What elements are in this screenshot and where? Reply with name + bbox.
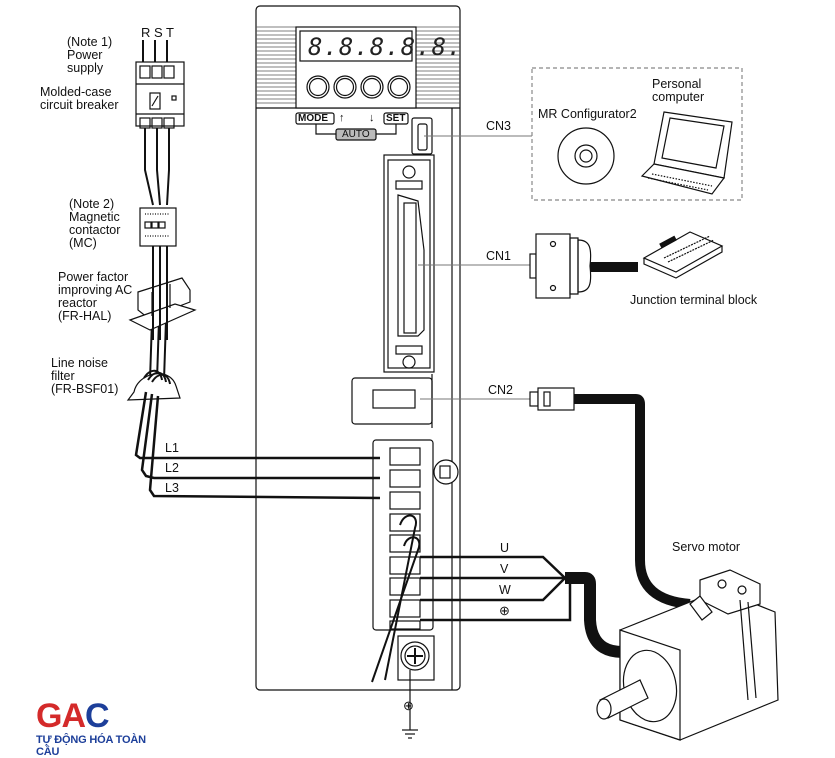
breaker-label-1: Molded-case bbox=[40, 85, 112, 99]
down-arrow-icon: ↓ bbox=[369, 112, 375, 124]
reactor-label-1: Power factor bbox=[58, 270, 129, 284]
set-button bbox=[387, 75, 411, 99]
vent-right bbox=[416, 26, 460, 104]
vent-left bbox=[256, 26, 296, 104]
mode-button bbox=[306, 75, 330, 99]
u-label: U bbox=[500, 541, 510, 555]
circuit-breaker bbox=[135, 61, 185, 129]
auto-badge bbox=[335, 128, 377, 141]
filter-label-1: Line noise bbox=[51, 356, 108, 370]
up-arrow-icon: ↑ bbox=[339, 112, 345, 124]
up-button bbox=[333, 75, 357, 99]
cn2-cable-connector bbox=[529, 387, 575, 411]
gac-logo-mark: GAC bbox=[36, 697, 166, 735]
phase-s-label: S bbox=[154, 25, 163, 40]
line-noise-filter bbox=[126, 369, 181, 401]
servo-motor-label: Servo motor bbox=[672, 540, 741, 554]
contactor-label-3: (MC) bbox=[69, 236, 97, 250]
operation-buttons bbox=[306, 75, 411, 99]
pc-label-1: Personal bbox=[652, 77, 702, 91]
cn1-cable bbox=[590, 262, 638, 272]
pe-screw bbox=[400, 641, 430, 671]
breaker-label-2: circuit breaker bbox=[40, 98, 119, 112]
phase-t-label: T bbox=[166, 25, 174, 40]
magnetic-contactor bbox=[139, 207, 177, 247]
logo-letter-g: G bbox=[36, 697, 62, 735]
servo-motor-drawing bbox=[596, 569, 779, 741]
gac-logo: GAC TỰ ĐỘNG HÓA TOÀN CẦU bbox=[36, 697, 166, 758]
cn2-port bbox=[351, 377, 433, 425]
junction-label: Junction terminal block bbox=[630, 293, 758, 307]
ac-reactor bbox=[128, 277, 197, 331]
note2-label: (Note 2) bbox=[69, 197, 115, 211]
pc-group-box bbox=[531, 67, 743, 201]
motor-power-wires bbox=[420, 555, 572, 622]
filter-label-3: (FR-BSF01) bbox=[51, 382, 119, 396]
set-label: SET bbox=[386, 113, 406, 124]
encoder-cable bbox=[574, 394, 691, 609]
seven-segment-display bbox=[299, 30, 413, 62]
software-label: MR Configurator2 bbox=[538, 107, 637, 121]
reactor-label-4: (FR-HAL) bbox=[58, 309, 112, 323]
ground-symbol bbox=[402, 670, 418, 739]
pe-ground-icon: ⊕ bbox=[499, 603, 510, 618]
cn3-label: CN3 bbox=[486, 119, 512, 133]
mode-label: MODE bbox=[298, 113, 328, 124]
power-supply-label-1: Power bbox=[67, 48, 103, 62]
pc-label-2: computer bbox=[652, 90, 705, 104]
w-label: W bbox=[499, 583, 511, 597]
seven-segment-readout: 8.8.8.8.8. bbox=[308, 33, 463, 61]
l1-label: L1 bbox=[165, 441, 179, 455]
phase-r-label: R bbox=[141, 25, 151, 40]
l2-label: L2 bbox=[165, 461, 179, 475]
gac-tagline: TỰ ĐỘNG HÓA TOÀN CẦU bbox=[36, 734, 146, 758]
cd-icon bbox=[557, 127, 615, 185]
note1-label: (Note 1) bbox=[67, 35, 113, 49]
junction-terminal-block bbox=[642, 231, 724, 279]
cn2-label: CN2 bbox=[488, 383, 514, 397]
cn1-label: CN1 bbox=[486, 249, 512, 263]
contactor-label-2: contactor bbox=[69, 223, 121, 237]
auto-label: AUTO bbox=[342, 129, 370, 140]
cn1-port bbox=[397, 194, 425, 337]
filter-label-2: filter bbox=[51, 369, 75, 383]
logo-letter-a: A bbox=[61, 697, 86, 735]
chassis-ground-icon: ⊕ bbox=[403, 698, 414, 713]
contactor-label-1: Magnetic bbox=[69, 210, 120, 224]
reactor-label-3: reactor bbox=[58, 296, 97, 310]
down-button bbox=[360, 75, 384, 99]
reactor-label-2: improving AC bbox=[58, 283, 133, 297]
v-label: V bbox=[500, 562, 509, 576]
logo-letter-c: C bbox=[85, 697, 110, 735]
servo-amplifier bbox=[255, 5, 461, 691]
laptop-icon bbox=[640, 111, 733, 195]
power-supply-label-2: supply bbox=[67, 61, 104, 75]
l3-label: L3 bbox=[165, 481, 179, 495]
cn1-cable-connector bbox=[529, 233, 592, 299]
